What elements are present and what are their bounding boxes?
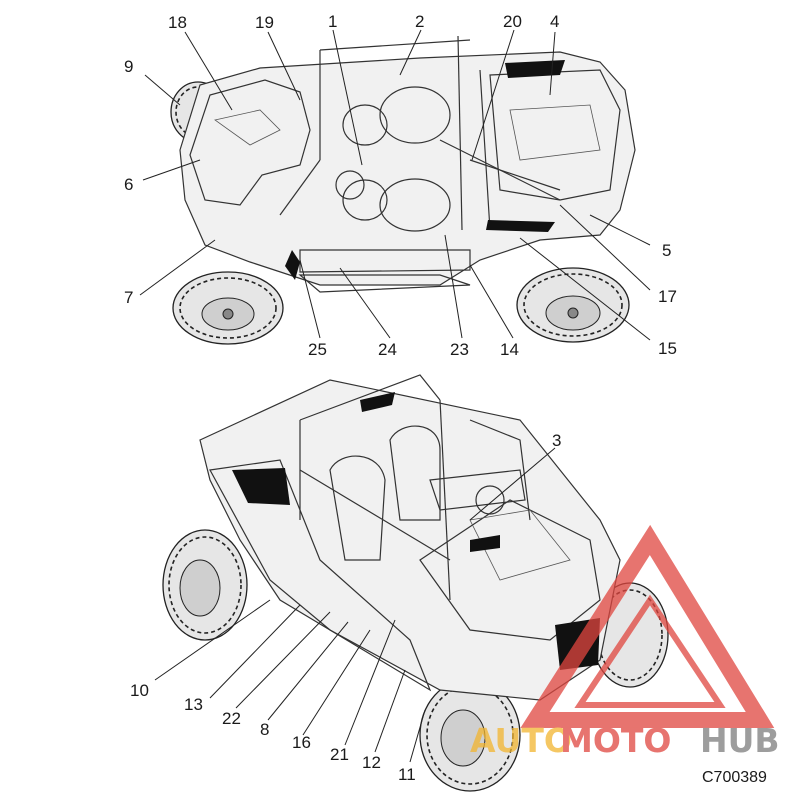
callout-11: 11: [398, 765, 416, 784]
decal-rear-left: [285, 250, 300, 280]
callout-15: 15: [658, 339, 677, 358]
callout-24: 24: [378, 340, 397, 359]
callout-7: 7: [124, 288, 133, 307]
callout-8: 8: [260, 720, 269, 739]
callout-22: 22: [222, 709, 241, 728]
callout-2: 2: [415, 12, 424, 31]
drawing-code: C700389: [702, 769, 767, 786]
callout-17: 17: [658, 287, 677, 306]
decal-hood-top: [505, 60, 565, 78]
callout-25: 25: [308, 340, 327, 359]
top-view-wheel-rear-right: [172, 271, 284, 345]
watermark-hub: HUB: [700, 721, 780, 760]
callout-9: 9: [124, 57, 133, 76]
decal-hood-iso: [470, 535, 500, 552]
callout-4: 4: [550, 12, 559, 31]
callout-5: 5: [662, 241, 671, 260]
callout-3: 3: [552, 431, 561, 450]
callout-19: 19: [255, 13, 274, 32]
iso-view-wheel-rear-left: [162, 529, 248, 641]
callout-6: 6: [124, 175, 133, 194]
callouts-top-view: 18 19 1 2 20 4 9 6 7 5 17 15 25 24 23 14: [124, 12, 677, 359]
leader-lines: [139, 29, 651, 763]
callout-21: 21: [330, 745, 349, 764]
watermark-moto: MOTO: [560, 721, 671, 760]
callout-23: 23: [450, 340, 469, 359]
callout-1: 1: [328, 12, 337, 31]
callout-14: 14: [500, 340, 519, 359]
callout-13: 13: [184, 695, 203, 714]
decal-front-fender: [486, 220, 555, 232]
decal-rear-side: [232, 468, 290, 505]
callout-12: 12: [362, 753, 381, 772]
top-view-vehicle: [170, 35, 636, 345]
iso-view-wheel-front-left: [419, 678, 521, 792]
callout-16: 16: [292, 733, 311, 752]
watermark-triangle-icon: [520, 524, 775, 728]
callout-10: 10: [130, 681, 149, 700]
decal-rear-top-iso: [360, 392, 395, 412]
callout-18: 18: [168, 13, 187, 32]
watermark-auto: AUTO: [470, 721, 572, 760]
top-view-wheel-front-right: [516, 267, 630, 343]
callout-20: 20: [503, 12, 522, 31]
automotohub-watermark: AUTO MOTO HUB: [470, 524, 780, 760]
callouts-iso-view: 3 10 13 22 8 16 21 12 11: [130, 431, 561, 784]
